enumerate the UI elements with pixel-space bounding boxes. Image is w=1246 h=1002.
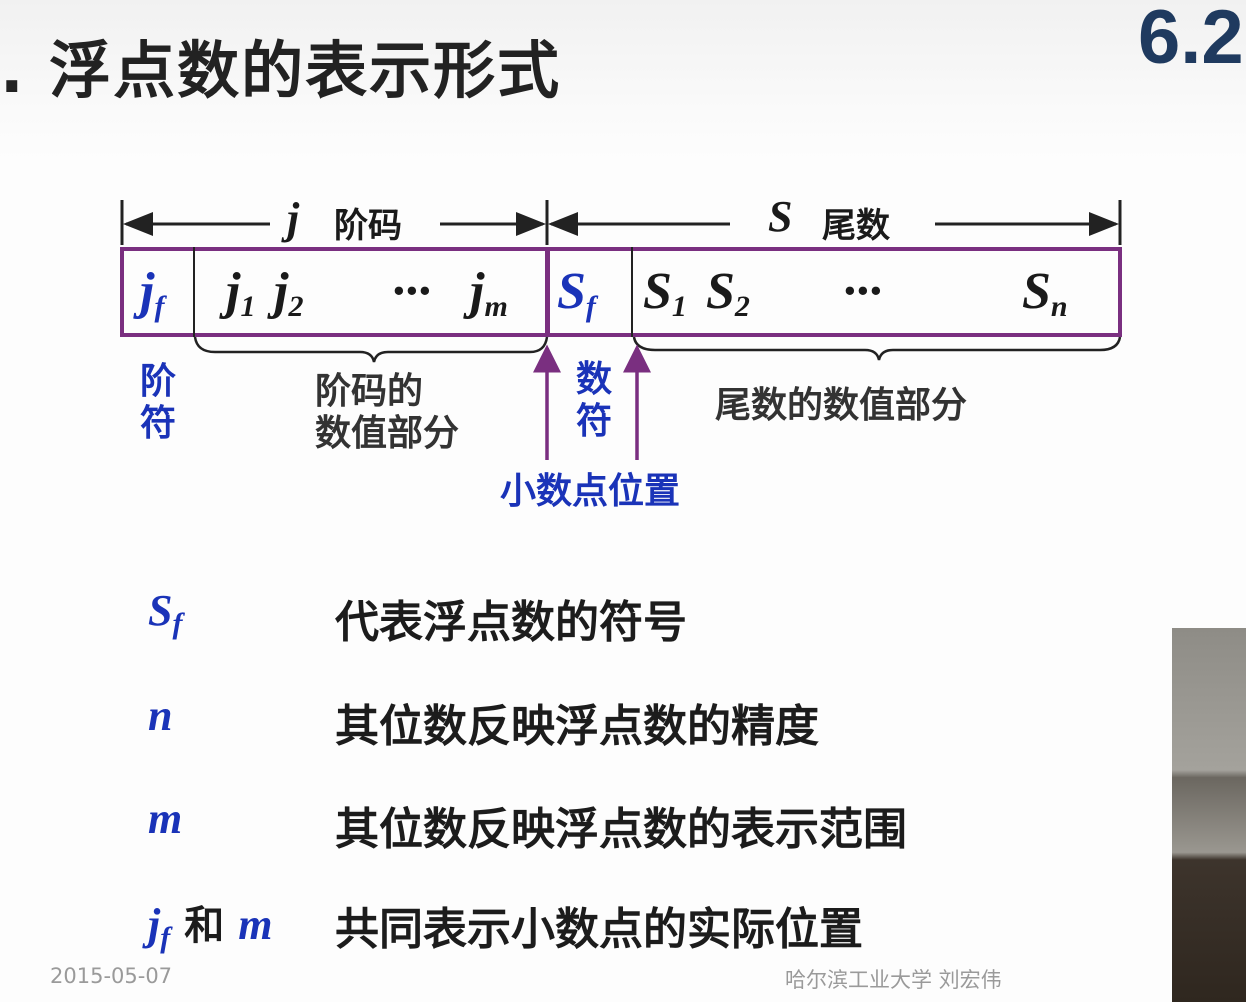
cell-jm: jm <box>470 263 508 323</box>
cell-sn: Sn <box>1022 263 1068 323</box>
footer-author: 哈尔滨工业大学 刘宏伟 <box>785 968 1002 992</box>
cell-s2: S2 <box>706 263 750 323</box>
mantissa-value-brace <box>632 336 1122 361</box>
cell-dots: ··· <box>843 263 882 320</box>
footer-date: 2015-05-07 <box>50 964 173 988</box>
definition-text: 代表浮点数的符号 <box>335 597 687 648</box>
definition-symbol-n: n <box>148 691 173 740</box>
divider <box>631 247 633 337</box>
mantissa-sign-label: 数 符 <box>576 358 613 442</box>
exponent-value-brace <box>193 336 549 363</box>
cell-dots: ··· <box>392 263 431 320</box>
float-format-box <box>120 247 1122 337</box>
exponent-label: 阶码 <box>334 206 402 246</box>
exponent-value-label: 阶码的 数值部分 <box>315 370 460 454</box>
point-position-label: 小数点位置 <box>500 470 681 512</box>
cell-sf: Sf <box>557 263 596 323</box>
mantissa-symbol: S <box>768 192 793 241</box>
divider <box>193 247 195 337</box>
cell-s1: S1 <box>643 263 687 323</box>
exponent-sign-label: 阶 符 <box>140 360 177 444</box>
cell-j2: j2 <box>274 263 304 323</box>
definition-text: 共同表示小数点的实际位置 <box>335 904 863 955</box>
definition-text: 其位数反映浮点数的精度 <box>335 701 819 752</box>
section-number: 6.2 <box>1138 0 1244 80</box>
definition-symbol-sf: Sf <box>148 586 183 640</box>
mantissa-label: 尾数 <box>822 206 890 246</box>
slide-title: . 浮点数的表示形式 <box>0 34 562 107</box>
slide-header <box>0 0 1246 160</box>
lecturer-video-inset <box>1172 628 1246 1002</box>
point-divider <box>545 247 550 337</box>
definition-symbol-jf-m: jf 和 m <box>148 900 273 954</box>
cell-jf: jf <box>140 263 165 323</box>
definition-text: 其位数反映浮点数的表示范围 <box>335 804 907 855</box>
exponent-symbol: j <box>287 194 300 243</box>
definition-symbol-m: m <box>148 794 183 843</box>
mantissa-value-label: 尾数的数值部分 <box>715 384 968 426</box>
cell-j1: j1 <box>226 263 256 323</box>
